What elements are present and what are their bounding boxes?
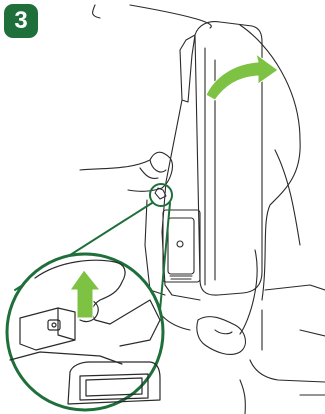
battery-screw xyxy=(177,241,183,247)
floor-outline-2 xyxy=(262,310,325,350)
person-outline xyxy=(93,5,301,300)
battery-compartment-inner xyxy=(168,218,194,274)
person-back xyxy=(275,150,300,245)
unit-side-edge xyxy=(180,35,195,102)
latch-detail xyxy=(155,188,166,199)
stand-outline xyxy=(240,380,325,414)
latch-highlight-ring xyxy=(150,184,172,206)
lower-hand xyxy=(197,317,246,355)
rotate-arrow-icon xyxy=(206,54,278,100)
lower-hand-finger xyxy=(215,330,232,334)
magnifier-callout xyxy=(7,254,163,410)
battery-grille xyxy=(170,276,192,279)
